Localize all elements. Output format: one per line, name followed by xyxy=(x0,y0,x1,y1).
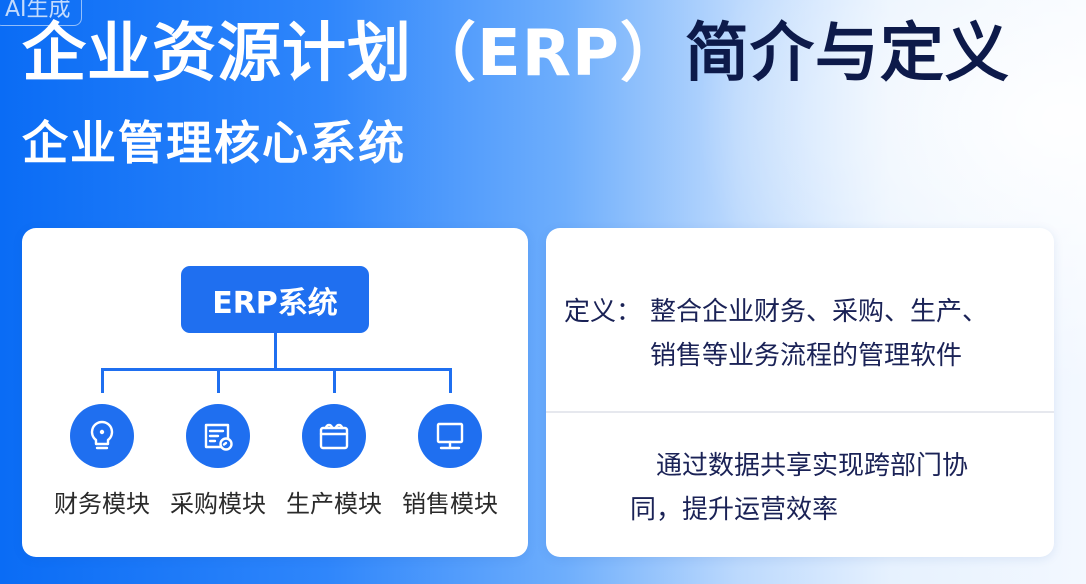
section-divider xyxy=(546,411,1054,413)
definition-line-1: 整合企业财务、采购、生产、 xyxy=(650,297,989,327)
erp-root-node: ERP系统 xyxy=(181,266,369,333)
connector-drop-4 xyxy=(449,368,452,393)
definition-line-2: 销售等业务流程的管理软件 xyxy=(650,341,963,371)
module-icon-circle xyxy=(302,404,366,468)
connector-vertical-root xyxy=(274,333,277,370)
module-label: 财务模块 xyxy=(54,490,150,518)
module-production: 生产模块 xyxy=(279,404,389,519)
lightbulb-icon xyxy=(90,420,114,450)
connector-drop-1 xyxy=(101,368,104,393)
calendar-icon xyxy=(319,423,349,450)
connector-drop-2 xyxy=(217,368,220,393)
title-emphasis: 简介与定义 xyxy=(684,17,1010,91)
benefit-text: 通过数据共享实现跨部门协 同，提升运营效率 xyxy=(630,444,1030,532)
page-subtitle: 企业管理核心系统 xyxy=(22,116,406,170)
indent-spacer xyxy=(564,334,650,378)
connector-horizontal xyxy=(101,368,452,371)
benefit-line-2: 同，提升运营效率 xyxy=(630,495,839,525)
title-main: 企业资源计划（ERP） xyxy=(22,17,685,91)
monitor-icon xyxy=(436,422,464,450)
benefit-line-1: 通过数据共享实现跨部门协 xyxy=(656,451,969,481)
module-sales: 销售模块 xyxy=(395,404,505,519)
module-label: 销售模块 xyxy=(402,490,498,518)
definition-text: 定义： 整合企业财务、采购、生产、 销售等业务流程的管理软件 xyxy=(564,290,1034,378)
module-icon-circle xyxy=(186,404,250,468)
module-icon-circle xyxy=(70,404,134,468)
document-icon xyxy=(204,423,233,451)
page-title: 企业资源计划（ERP）简介与定义 xyxy=(22,14,1010,94)
erp-diagram-card: ERP系统 财务模块 采购模块 xyxy=(22,228,528,557)
module-procurement: 采购模块 xyxy=(163,404,273,519)
definition-label: 定义： xyxy=(564,297,643,327)
ai-generated-badge: AI生成 xyxy=(0,0,82,26)
connector-drop-3 xyxy=(333,368,336,393)
module-finance: 财务模块 xyxy=(47,404,157,519)
module-label: 生产模块 xyxy=(286,490,382,518)
definition-card: 定义： 整合企业财务、采购、生产、 销售等业务流程的管理软件 通过数据共享实现跨… xyxy=(546,228,1054,557)
module-label: 采购模块 xyxy=(170,490,266,518)
module-icon-circle xyxy=(418,404,482,468)
